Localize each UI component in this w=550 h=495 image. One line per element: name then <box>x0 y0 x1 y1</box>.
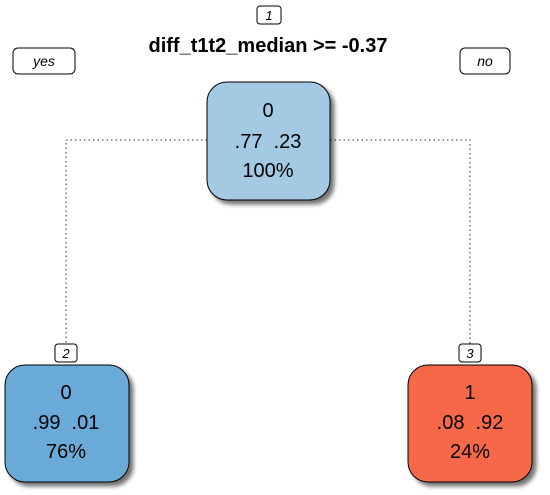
node-3-percent: 24% <box>450 441 490 463</box>
node-2-class: 0 <box>60 382 71 404</box>
node-2-probs: .99 .01 <box>33 412 100 434</box>
node-1: 0 .77 .23 100% <box>206 81 331 201</box>
yes-label-box: yes <box>12 47 76 75</box>
node-3-probs: .08 .92 <box>437 412 504 434</box>
yes-label: yes <box>32 53 55 69</box>
node-1-number-box: 1 <box>256 5 282 25</box>
node-1-number: 1 <box>265 8 272 23</box>
node-1-probs: .77 .23 <box>235 131 302 153</box>
node-3-class: 1 <box>464 382 475 404</box>
node-3-number-box: 3 <box>458 343 482 363</box>
node-2-number: 2 <box>61 346 70 361</box>
no-label-box: no <box>459 47 511 75</box>
node-1-percent: 100% <box>242 160 293 182</box>
node-3-box <box>407 364 533 483</box>
node-2-percent: 76% <box>46 441 86 463</box>
no-label: no <box>477 53 493 69</box>
node-2-box <box>4 364 130 483</box>
edge-yes <box>65 139 207 344</box>
node-3: 1 .08 .92 24% <box>407 364 533 483</box>
node-3-number: 3 <box>466 346 474 361</box>
node-1-box <box>206 81 331 201</box>
node-2-number-box: 2 <box>54 343 78 363</box>
node-2: 0 .99 .01 76% <box>4 364 130 483</box>
edge-no <box>330 139 471 344</box>
tree-edges <box>65 139 471 344</box>
node-1-class: 0 <box>262 100 273 122</box>
split-label: diff_t1t2_median >= -0.37 <box>149 35 388 57</box>
